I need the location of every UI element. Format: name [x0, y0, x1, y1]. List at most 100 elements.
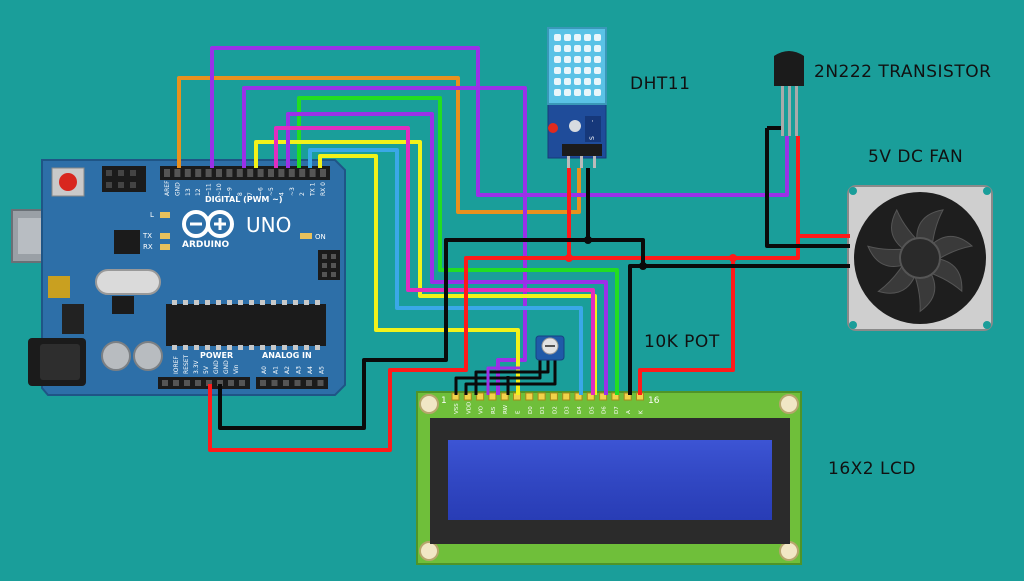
analog-pin-label: A1	[273, 366, 280, 374]
dht11-sensor-module: S-	[547, 27, 607, 168]
digital-pin-slot	[195, 169, 202, 177]
led-tx-indicator	[160, 233, 170, 239]
wire-red-fan	[733, 136, 800, 260]
digital-pin-label: TX 1	[310, 182, 317, 197]
lcd-pin-pad	[476, 392, 485, 401]
led-label-l: L	[150, 211, 154, 219]
lcd-pin-label: D2	[552, 406, 558, 414]
lcd-pin-end-label: 16	[648, 396, 660, 406]
lcd-pin-label: RS	[491, 406, 497, 414]
digital-pin-slot	[288, 169, 295, 177]
power-jack-body	[40, 344, 80, 380]
wire-junctions	[565, 236, 737, 270]
bottom-pin-slots	[162, 380, 324, 386]
dht11-mount-hole	[569, 120, 581, 132]
digital-pin-label: ~11	[206, 183, 213, 196]
wire-black-pot-2	[464, 360, 557, 395]
dht11-pin-label: S	[589, 136, 596, 140]
icsp-header-right	[318, 250, 340, 280]
digital-pin-slot	[226, 169, 233, 177]
power-pin-header	[158, 377, 250, 389]
digital-pin-label: 8	[237, 192, 244, 196]
digital-pin-slot	[236, 169, 243, 177]
voltage-regulator	[62, 304, 84, 334]
digital-pin-label: 12	[195, 188, 202, 196]
wire-magenta-d6	[274, 126, 595, 395]
digital-pin-slot	[205, 169, 212, 177]
digital-pin-slot	[299, 169, 306, 177]
digital-pin-slot	[216, 169, 222, 177]
lcd-pin-label: D0	[528, 406, 534, 414]
dht11-label-area	[585, 116, 601, 142]
power-header-label: POWER	[200, 351, 233, 360]
wire-black-transistor	[765, 128, 850, 248]
lcd-pin-label: D3	[565, 406, 571, 414]
small-ic	[112, 296, 134, 314]
transistor-label: 2N222 TRANSISTOR	[814, 62, 992, 82]
lcd-pin-label: VSS	[454, 403, 460, 414]
power-pin-label: RESET	[183, 354, 190, 374]
digital-pin-label: RX 0	[320, 182, 327, 196]
lcd-pin-pad	[500, 392, 509, 401]
analog-pin-label: A5	[319, 366, 326, 374]
dht11-pin-header	[562, 144, 602, 156]
lcd-pin-pad	[525, 392, 534, 401]
crystal-oscillator	[95, 269, 161, 295]
lcd-pin-label: K	[639, 410, 645, 414]
analog-pin-label: A2	[284, 366, 291, 374]
dht11-pin-label: -	[589, 120, 596, 122]
lcd-pin-label: E	[516, 410, 522, 414]
wire-black-pot-wiper	[474, 360, 550, 395]
digital-pin-label: ~9	[226, 187, 233, 196]
digital-pin-label: ~6	[258, 187, 265, 196]
digital-header-label: DIGITAL (PWM ~)	[205, 195, 283, 204]
analog-pin-label: A0	[261, 366, 268, 374]
wire-yellow-e	[318, 154, 520, 395]
board-brand-label: ARDUINO	[182, 240, 230, 250]
digital-pin-label: ~3	[289, 187, 296, 196]
power-pin-label: GND	[223, 360, 230, 374]
dc-fan	[847, 185, 993, 331]
digital-pin-slot	[278, 169, 285, 177]
power-pin-label: Vin	[233, 364, 240, 374]
led-label-rx: RX	[143, 243, 153, 251]
led-rx-indicator	[160, 244, 170, 250]
lcd-pin-label: D7	[614, 406, 620, 414]
analog-pin-label: A4	[307, 366, 314, 374]
pot-label: 10K POT	[644, 332, 720, 352]
reset-button	[59, 173, 77, 191]
digital-pin-slot	[174, 169, 181, 177]
wire-black-gnd	[218, 238, 850, 430]
fuse-component	[48, 276, 70, 298]
transistor-2n222	[774, 51, 804, 136]
lcd-pin-label: D5	[589, 406, 595, 414]
digital-pin-label: ~10	[216, 183, 223, 196]
lcd-pin-label: RW	[503, 404, 509, 414]
dht11-label: DHT11	[630, 74, 691, 94]
lcd-pin-label: D6	[602, 406, 608, 414]
capacitor-2	[133, 341, 163, 371]
digital-pin-label: ~5	[268, 187, 275, 196]
dht11-led	[548, 123, 558, 133]
digital-pin-label: GND	[174, 182, 181, 196]
digital-pin-slots	[164, 169, 326, 177]
digital-pin-slot	[184, 169, 191, 177]
capacitor-1	[101, 341, 131, 371]
led-label-on: ON	[315, 233, 326, 241]
lcd-pin-label: VO	[479, 405, 485, 414]
fan-hub	[899, 237, 941, 279]
power-pin-label: 3.3V	[193, 359, 200, 374]
lcd-pin-pad	[549, 392, 558, 401]
digital-pin-label: AREF	[164, 180, 171, 196]
fan-label: 5V DC FAN	[868, 147, 964, 167]
lcd-pin-pad	[463, 392, 472, 401]
digital-pin-slot	[320, 169, 326, 177]
potentiometer-10k	[535, 335, 565, 361]
wire-purple-transistor	[210, 46, 789, 197]
lcd-screen-glow	[448, 440, 772, 520]
power-pin-label: IOREF	[173, 356, 180, 374]
led-on-indicator	[300, 233, 312, 239]
lcd-pin-label: D4	[577, 406, 583, 414]
